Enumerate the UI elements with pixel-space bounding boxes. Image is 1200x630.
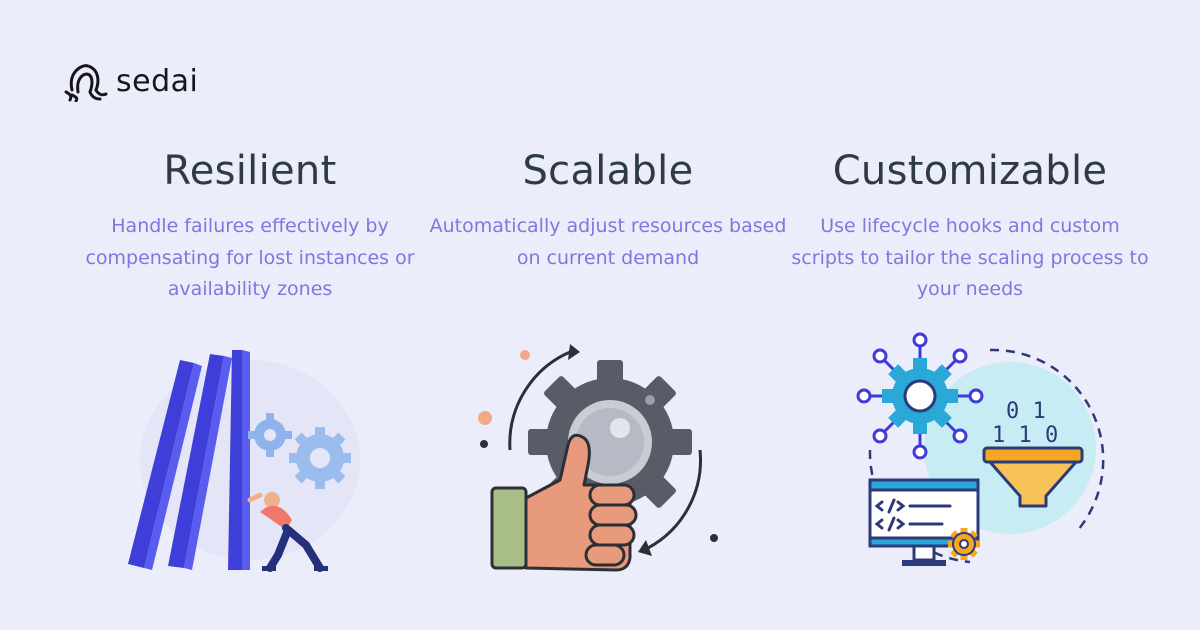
feature-title: Resilient bbox=[163, 148, 337, 194]
feature-resilient: Resilient Handle failures effectively by… bbox=[70, 145, 430, 306]
decor-dot bbox=[480, 440, 488, 448]
circular-arrow bbox=[647, 449, 702, 550]
gear-icon bbox=[248, 413, 292, 457]
domino-stack bbox=[128, 350, 250, 570]
feature-scalable: Scalable Automatically adjust resources … bbox=[428, 145, 788, 274]
brand-logo: sedai bbox=[62, 62, 198, 102]
binary-digits: 0 1 bbox=[1006, 399, 1046, 424]
person-pushing bbox=[247, 492, 328, 572]
thumbs-up-icon bbox=[490, 433, 638, 572]
feature-description: Automatically adjust resources based on … bbox=[429, 215, 787, 269]
feature-customizable: Customizable Use lifecycle hooks and cus… bbox=[790, 145, 1150, 306]
decor-dot bbox=[710, 534, 718, 542]
thumbs-up-gear-illustration bbox=[478, 344, 718, 572]
feature-description: Use lifecycle hooks and custom scripts t… bbox=[791, 215, 1149, 300]
code-monitor-icon bbox=[868, 478, 980, 566]
decor-dot bbox=[520, 350, 530, 360]
gear-icon bbox=[882, 358, 958, 434]
gear-icon bbox=[289, 427, 351, 489]
brand-name: sedai bbox=[116, 64, 199, 99]
feature-title: Customizable bbox=[832, 148, 1108, 194]
falling-dominoes-gears-illustration bbox=[128, 350, 360, 572]
dashed-orbit bbox=[989, 348, 1105, 531]
circular-arrow bbox=[508, 350, 571, 451]
decor-dot bbox=[478, 411, 492, 425]
gear-icon bbox=[528, 360, 692, 524]
funnel-icon bbox=[982, 446, 1084, 508]
feature-title: Scalable bbox=[522, 148, 694, 194]
sedai-logo-icon bbox=[64, 64, 108, 102]
feature-description: Handle failures effectively by compensat… bbox=[85, 215, 415, 300]
binary-digits: 1 1 0 bbox=[992, 423, 1058, 448]
code-monitor-filter-illustration: 0 1 1 1 0 bbox=[856, 332, 1105, 566]
